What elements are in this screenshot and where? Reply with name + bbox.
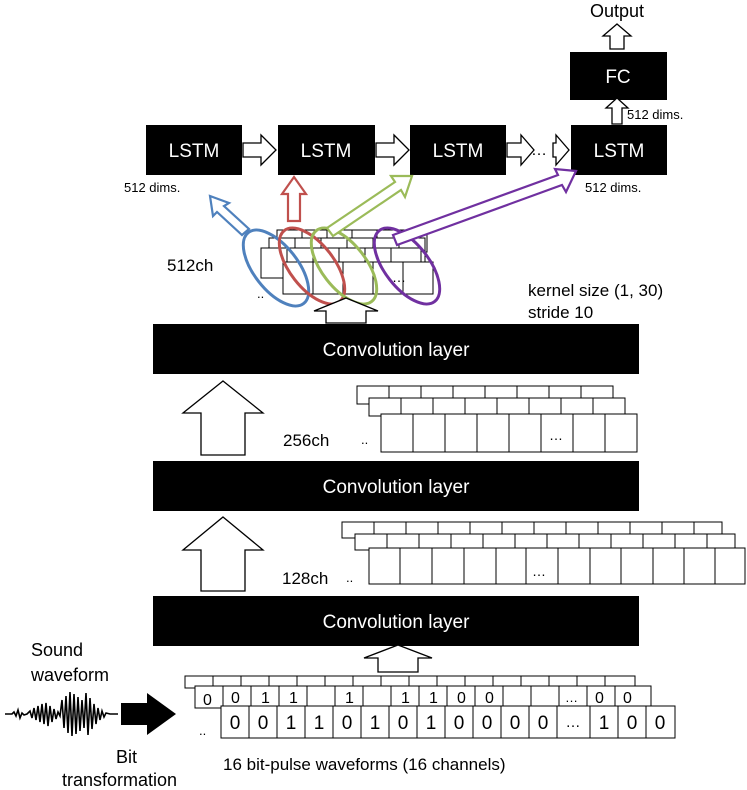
bit-12: 0 (538, 713, 549, 734)
blue-ellipse (241, 228, 311, 308)
lstm-label-4: LSTM (594, 141, 645, 162)
bit-5: 0 (342, 713, 353, 734)
bit-9: 0 (454, 713, 465, 734)
conv-layer-2-label: Convolution layer (323, 477, 470, 498)
bit-transformation-line1: Bit (116, 747, 137, 767)
conv-layer-3 (153, 324, 639, 374)
conv-layer-3-label: Convolution layer (323, 340, 470, 361)
dims-top-label: 512 dims. (627, 107, 683, 122)
green-arrow (325, 174, 414, 238)
lstm-arrow-4 (552, 133, 570, 167)
bit-ellipsis: … (566, 714, 581, 731)
fm128-dots: .. (346, 570, 353, 585)
bit-14: 0 (627, 713, 638, 734)
back-bit-1: 0 (203, 692, 212, 709)
dims-left-label: 512 dims. (124, 180, 180, 195)
lstm-box-2 (278, 125, 375, 175)
fm128-ellipsis: … (532, 563, 546, 579)
green-ellipse (309, 226, 379, 306)
bit-10: 0 (482, 713, 493, 734)
bit-row-front-dividers (248, 706, 647, 738)
sound-label-line2: waveform (30, 665, 109, 685)
blue-arrow (208, 194, 251, 237)
bit-transformation-line2: transformation (62, 770, 177, 790)
back-bit-4: 1 (289, 690, 298, 707)
bit-caption: 16 bit-pulse waveforms (16 channels) (223, 755, 506, 774)
back-bit-10: 0 (595, 690, 604, 707)
bit-13: 1 (599, 713, 610, 734)
back-bit-11: 0 (623, 690, 632, 707)
back-bit-ellipsis: … (565, 690, 578, 705)
conv-layer-1 (153, 596, 639, 646)
lstm-arrow-3 (506, 133, 535, 167)
feature-map-512 (260, 229, 434, 295)
output-label: Output (590, 1, 644, 21)
conv-layer-2 (153, 461, 639, 511)
lstm-box-3 (410, 125, 506, 175)
bit-11: 0 (510, 713, 521, 734)
bits-to-conv1-arrow (363, 644, 433, 673)
bit-6: 1 (370, 713, 381, 734)
purple-ellipse (372, 226, 442, 306)
back-bit-5: 1 (345, 690, 354, 707)
conv3-to-512-arrow (313, 297, 379, 324)
bit-row-front (220, 705, 676, 739)
fc-box (570, 52, 667, 100)
lstm-label-1: LSTM (169, 141, 220, 162)
red-arrow (279, 175, 309, 223)
ch128-label: 128ch (282, 569, 328, 588)
bit-15: 0 (655, 713, 666, 734)
bit-3: 1 (286, 713, 297, 734)
bit-1: 0 (230, 713, 241, 734)
dims-right-label: 512 dims. (585, 180, 641, 195)
lstm-box-1 (146, 125, 242, 175)
conv2-to-conv3-arrow (181, 380, 265, 456)
bit-transformation-arrow (121, 693, 176, 735)
sound-label-line1: Sound (31, 640, 83, 660)
ch256-label: 256ch (283, 431, 329, 450)
lstm-ellipsis: … (531, 142, 547, 159)
sound-waveform-graphic (5, 691, 118, 737)
back-bit-8: 0 (457, 690, 466, 707)
feature-map-128 (341, 521, 746, 585)
lstm-label-2: LSTM (301, 141, 352, 162)
fc-label: FC (605, 67, 630, 88)
bit-grid-dots: .. (199, 723, 206, 738)
feature-map-256 (356, 385, 638, 453)
back-bit-2: 0 (231, 690, 240, 707)
kernel-size-label: kernel size (1, 30) (528, 281, 663, 300)
back-bit-9: 0 (485, 690, 494, 707)
bit-2: 0 (258, 713, 269, 734)
ch512-label: 512ch (167, 256, 213, 275)
conv-layer-1-label: Convolution layer (323, 612, 470, 633)
back-bit-7: 1 (429, 690, 438, 707)
back-bit-3: 1 (261, 690, 270, 707)
output-arrow (601, 23, 633, 50)
bit-8: 1 (426, 713, 437, 734)
bit-7: 0 (398, 713, 409, 734)
lstm-arrow-2 (375, 133, 410, 167)
bit-4: 1 (314, 713, 325, 734)
lstm-box-4 (571, 125, 667, 175)
lstm-arrow-1 (242, 133, 277, 167)
lstm-to-fc-arrow (604, 97, 630, 125)
conv1-to-conv2-arrow (181, 516, 265, 592)
fm256-ellipsis: … (549, 427, 563, 443)
fm256-dots: .. (361, 432, 368, 447)
back-bit-6: 1 (401, 690, 410, 707)
fm512-ellipsis: … (392, 269, 406, 285)
stride-label: stride 10 (528, 303, 593, 322)
purple-arrow (391, 167, 578, 247)
fm512-dots: .. (257, 286, 264, 301)
bit-grid-back (184, 675, 652, 709)
lstm-label-3: LSTM (433, 141, 484, 162)
